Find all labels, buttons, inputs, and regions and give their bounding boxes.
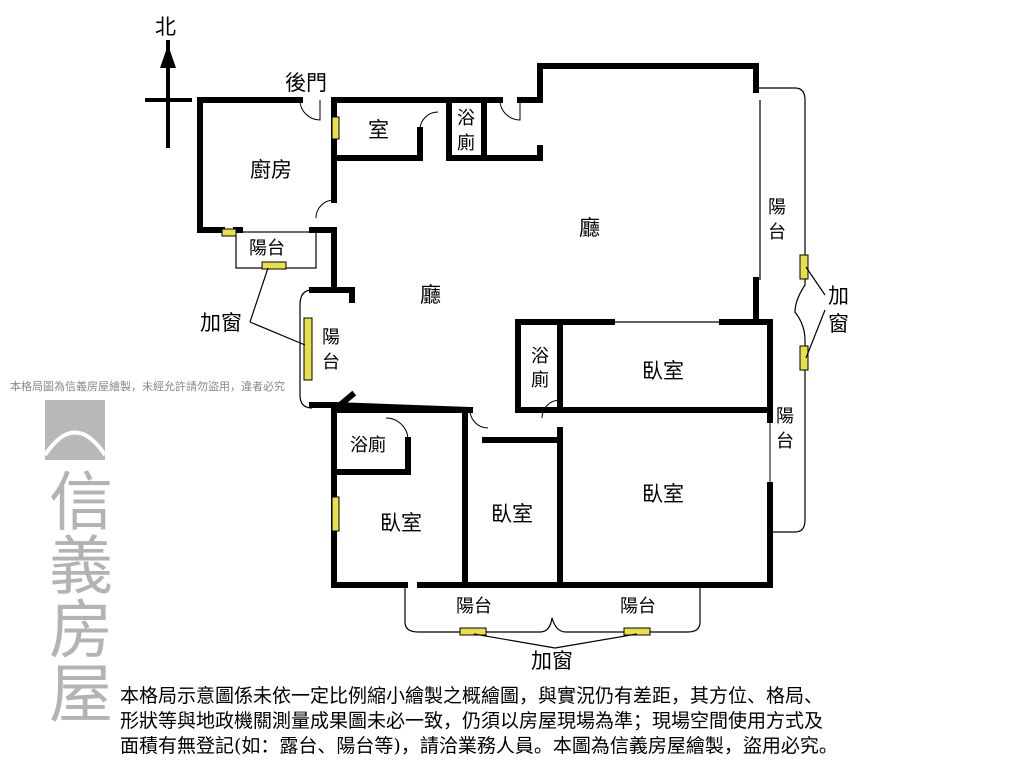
window bbox=[221, 228, 237, 237]
bath-mid-label-1: 浴 bbox=[531, 346, 549, 367]
brand-logo bbox=[45, 400, 105, 460]
walls bbox=[197, 63, 773, 588]
north-label: 北 bbox=[155, 15, 176, 39]
window bbox=[261, 261, 287, 270]
right-balcony-bottom-label-1: 陽 bbox=[776, 406, 794, 427]
left-balcony-label-1: 陽 bbox=[322, 327, 340, 348]
window bbox=[799, 345, 809, 371]
bath-top-label-2: 廁 bbox=[457, 132, 475, 154]
window bbox=[623, 627, 651, 636]
disclaimer-line: 面積有無登記(如：露台、陽台等)，請洽業務人員。本圖為信義房屋繪製，盜用必究。 bbox=[120, 735, 838, 757]
bath-lower-label: 浴廁 bbox=[350, 434, 386, 456]
window bbox=[303, 317, 313, 381]
room-small-label: 室 bbox=[368, 118, 389, 142]
window-right-label-1: 加 bbox=[828, 284, 849, 308]
window bbox=[799, 254, 809, 280]
back-door-label: 後門 bbox=[285, 71, 327, 95]
disclaimer-line: 形狀等與地政機關測量成果圖未必一致，仍須以房屋現場為準；現場空間使用方式及 bbox=[120, 710, 824, 732]
callouts bbox=[249, 266, 826, 649]
bath-top-label-1: 浴 bbox=[457, 108, 475, 129]
bottom-balcony-left-label: 陽台 bbox=[456, 596, 492, 617]
bath-mid-label-2: 廁 bbox=[531, 369, 549, 391]
window-bottom-label: 加窗 bbox=[531, 649, 573, 673]
north-compass-icon: 北 bbox=[145, 15, 192, 148]
disclaimer-line: 本格局示意圖係未依一定比例縮小繪製之概繪圖，與實況仍有差距，其方位、格局、 bbox=[120, 685, 824, 707]
disclaimer: 本格局示意圖係未依一定比例縮小繪製之概繪圖，與實況仍有差距，其方位、格局、 形狀… bbox=[120, 684, 920, 759]
right-balcony-top-label-1: 陽 bbox=[768, 197, 786, 218]
bottom-balcony-right-label: 陽台 bbox=[620, 596, 656, 617]
left-balcony-label-2: 台 bbox=[322, 352, 340, 373]
window-left-label: 加窗 bbox=[200, 311, 242, 335]
bedroom-middle-label: 臥室 bbox=[491, 502, 533, 526]
window-right-label-2: 窗 bbox=[828, 312, 849, 336]
watermark-notice: 本格局圖為信義房屋繪製，未經允許請勿盜用，違者必究 bbox=[10, 379, 285, 393]
bedroom-left-label: 臥室 bbox=[380, 511, 422, 535]
windows bbox=[221, 116, 809, 636]
right-balcony-bottom-label-2: 台 bbox=[776, 431, 794, 452]
window bbox=[331, 496, 340, 532]
watermark-brand: 信義房屋 bbox=[38, 468, 112, 724]
window bbox=[331, 116, 340, 140]
kitchen-balcony-label: 陽台 bbox=[249, 238, 285, 259]
kitchen-label: 廚房 bbox=[250, 158, 292, 182]
balconies bbox=[235, 87, 806, 633]
bedroom-master-top-label: 臥室 bbox=[642, 359, 684, 383]
bedroom-right-label: 臥室 bbox=[642, 482, 684, 506]
right-balcony-top-label-2: 台 bbox=[768, 222, 786, 243]
living-main-label: 廳 bbox=[579, 216, 600, 240]
room-labels: 後門 室 浴 廁 廚房 陽台 廳 廳 陽 台 陽 台 陽 台 浴 廁 臥室 浴廁… bbox=[200, 71, 849, 673]
living-second-label: 廳 bbox=[420, 283, 441, 307]
watermark: 本格局圖為信義房屋繪製，未經允許請勿盜用，違者必究 bbox=[10, 379, 285, 460]
doors bbox=[299, 99, 771, 485]
window bbox=[459, 627, 487, 636]
